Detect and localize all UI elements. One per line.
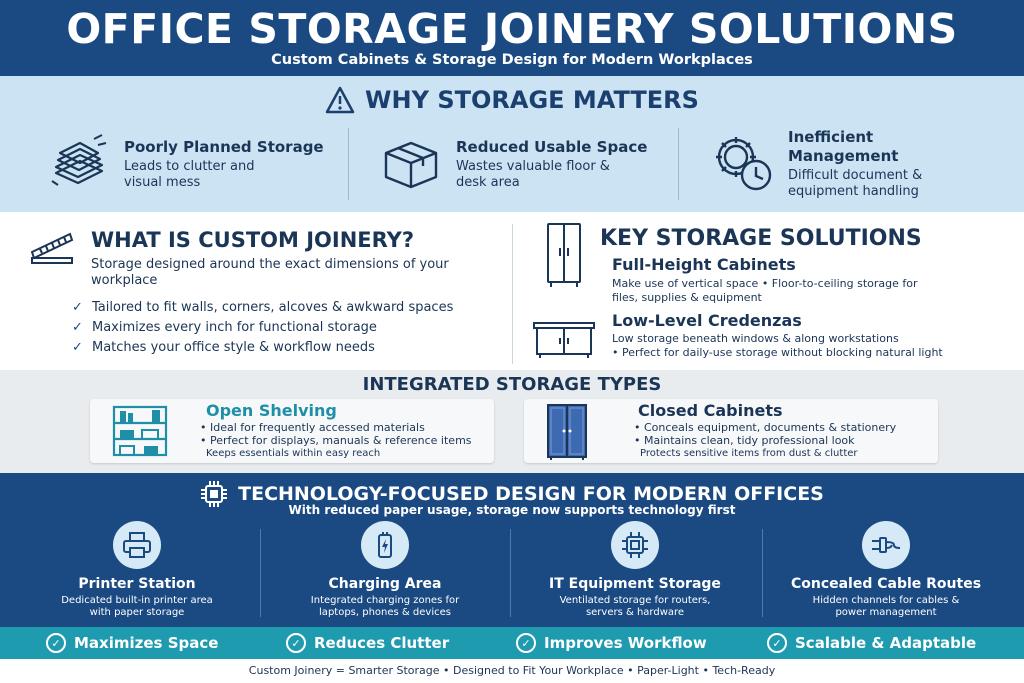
tall-cabinet-icon	[547, 223, 581, 287]
ruler-icon	[30, 232, 74, 264]
box-icon	[384, 141, 438, 189]
solution-title: Low-Level Credenzas	[612, 311, 802, 330]
why-item-inefficient: Inefficient Management Difficult documen…	[712, 123, 948, 205]
card-line: Keeps essentials within easy reach	[206, 448, 381, 459]
tech-item-title: Printer Station	[78, 576, 196, 592]
open-shelf-icon	[112, 405, 168, 457]
why-item-title: Inefficient Management	[788, 128, 899, 165]
card-line: Protects sensitive items from dust & clu…	[640, 448, 858, 459]
open-shelving-card: Open Shelving • Ideal for frequently acc…	[90, 399, 494, 463]
benefit-item: ✓Scalable & Adaptable	[767, 627, 976, 659]
technology-section: TECHNOLOGY-FOCUSED DESIGN FOR MODERN OFF…	[0, 473, 1024, 627]
why-storage-section: WHY STORAGE MATTERS Poorly Planned Stora…	[0, 76, 1024, 212]
cpu-icon	[611, 521, 659, 569]
solution-desc: Make use of vertical space • Floor-to-ce…	[612, 277, 918, 304]
joinery-title: WHAT IS CUSTOM JOINERY?	[91, 228, 415, 252]
card-line: • Perfect for displays, manuals & refere…	[200, 434, 472, 447]
tech-item-desc: Ventilated storage for routers,	[559, 595, 711, 606]
check-circle-icon: ✓	[767, 633, 787, 653]
tech-item-desc: servers & hardware	[585, 607, 685, 618]
tech-item-desc: with paper storage	[89, 607, 185, 618]
tech-title: TECHNOLOGY-FOCUSED DESIGN FOR MODERN OFF…	[238, 483, 824, 505]
tech-item-cable-routes: Concealed Cable Routes Hidden channels f…	[766, 521, 1006, 619]
divider	[678, 128, 679, 200]
why-item-title: Poorly Planned Storage	[124, 137, 324, 156]
check-circle-icon: ✓	[46, 633, 66, 653]
benefit-item: ✓Maximizes Space	[46, 627, 218, 659]
footer-tagline: Custom Joinery = Smarter Storage • Desig…	[0, 659, 1024, 683]
solution-desc: • Perfect for daily-use storage without …	[612, 346, 943, 359]
tech-item-it-equipment: IT Equipment Storage Ventilated storage …	[515, 521, 755, 619]
joinery-solutions-section: WHAT IS CUSTOM JOINERY? Storage designed…	[0, 212, 1024, 370]
list-item: ✓Matches your office style & workflow ne…	[72, 338, 453, 358]
key-solutions-title: KEY STORAGE SOLUTIONS	[600, 226, 922, 251]
stacked-papers-icon	[51, 134, 107, 186]
tech-item-title: Concealed Cable Routes	[790, 576, 982, 592]
warning-icon	[325, 86, 355, 114]
divider	[510, 529, 511, 617]
why-item-poorly-planned: Poorly Planned Storage Leads to clutter …	[48, 123, 324, 205]
credenza-icon	[533, 322, 595, 358]
solution-title: Full-Height Cabinets	[612, 255, 796, 274]
benefits-bar: ✓Maximizes Space ✓Reduces Clutter ✓Impro…	[0, 627, 1024, 659]
benefit-item: ✓Improves Workflow	[516, 627, 707, 659]
check-circle-icon: ✓	[286, 633, 306, 653]
tech-item-title: Charging Area	[328, 576, 442, 592]
closed-cabinet-icon	[547, 404, 587, 460]
chip-icon	[201, 481, 228, 507]
benefit-item: ✓Reduces Clutter	[286, 627, 449, 659]
page-subtitle: Custom Cabinets & Storage Design for Mod…	[271, 52, 753, 68]
charging-icon	[361, 521, 409, 569]
page-title: OFFICE STORAGE JOINERY SOLUTIONS	[66, 5, 958, 53]
why-storage-title: WHY STORAGE MATTERS	[365, 86, 699, 114]
check-icon: ✓	[72, 300, 83, 315]
why-item-desc: Difficult document & equipment handling	[788, 168, 923, 199]
list-item: ✓Maximizes every inch for functional sto…	[72, 318, 453, 338]
tech-item-desc: Integrated charging zones for	[310, 595, 460, 606]
list-item: ✓Tailored to fit walls, corners, alcoves…	[72, 298, 453, 318]
cable-icon	[862, 521, 910, 569]
joinery-list: ✓Tailored to fit walls, corners, alcoves…	[72, 298, 453, 358]
check-circle-icon: ✓	[516, 633, 536, 653]
why-storage-heading: WHY STORAGE MATTERS	[0, 86, 1024, 114]
integrated-title: INTEGRATED STORAGE TYPES	[362, 374, 662, 395]
check-icon: ✓	[72, 320, 83, 335]
tech-item-charging: Charging Area Integrated charging zones …	[265, 521, 505, 619]
divider	[260, 529, 261, 617]
header-banner: OFFICE STORAGE JOINERY SOLUTIONS Custom …	[0, 0, 1024, 76]
joinery-lead: Storage designed around the exact dimens…	[91, 257, 449, 288]
tech-heading: TECHNOLOGY-FOCUSED DESIGN FOR MODERN OFF…	[0, 480, 1024, 508]
solution-desc: Low storage beneath windows & along work…	[612, 332, 899, 345]
gear-clock-icon	[716, 137, 772, 191]
integrated-storage-section: INTEGRATED STORAGE TYPES Open Shelving •…	[0, 370, 1024, 473]
tech-item-desc: power management	[835, 607, 937, 618]
check-icon: ✓	[72, 340, 83, 355]
why-item-desc: Leads to clutter and visual mess	[124, 158, 255, 190]
card-line: • Conceals equipment, documents & statio…	[634, 421, 897, 434]
why-item-desc: Wastes valuable floor & desk area	[456, 158, 610, 190]
tech-item-title: IT Equipment Storage	[549, 576, 721, 592]
card-title: Open Shelving	[206, 401, 337, 420]
printer-icon	[113, 521, 161, 569]
tech-item-desc: laptops, phones & devices	[319, 607, 451, 618]
tech-item-printer: Printer Station Dedicated built-in print…	[17, 521, 257, 619]
closed-cabinets-card: Closed Cabinets • Conceals equipment, do…	[524, 399, 938, 463]
tech-item-desc: Dedicated built-in printer area	[61, 595, 213, 606]
why-item-reduced-space: Reduced Usable Space Wastes valuable flo…	[380, 123, 647, 205]
tech-item-desc: Hidden channels for cables &	[812, 595, 960, 606]
why-item-title: Reduced Usable Space	[456, 137, 648, 156]
divider	[762, 529, 763, 617]
divider	[348, 128, 349, 200]
tech-subtitle: With reduced paper usage, storage now su…	[288, 503, 736, 517]
divider	[512, 224, 513, 364]
card-line: • Ideal for frequently accessed material…	[200, 421, 425, 434]
card-line: • Maintains clean, tidy professional loo…	[634, 434, 855, 447]
card-title: Closed Cabinets	[638, 401, 783, 420]
